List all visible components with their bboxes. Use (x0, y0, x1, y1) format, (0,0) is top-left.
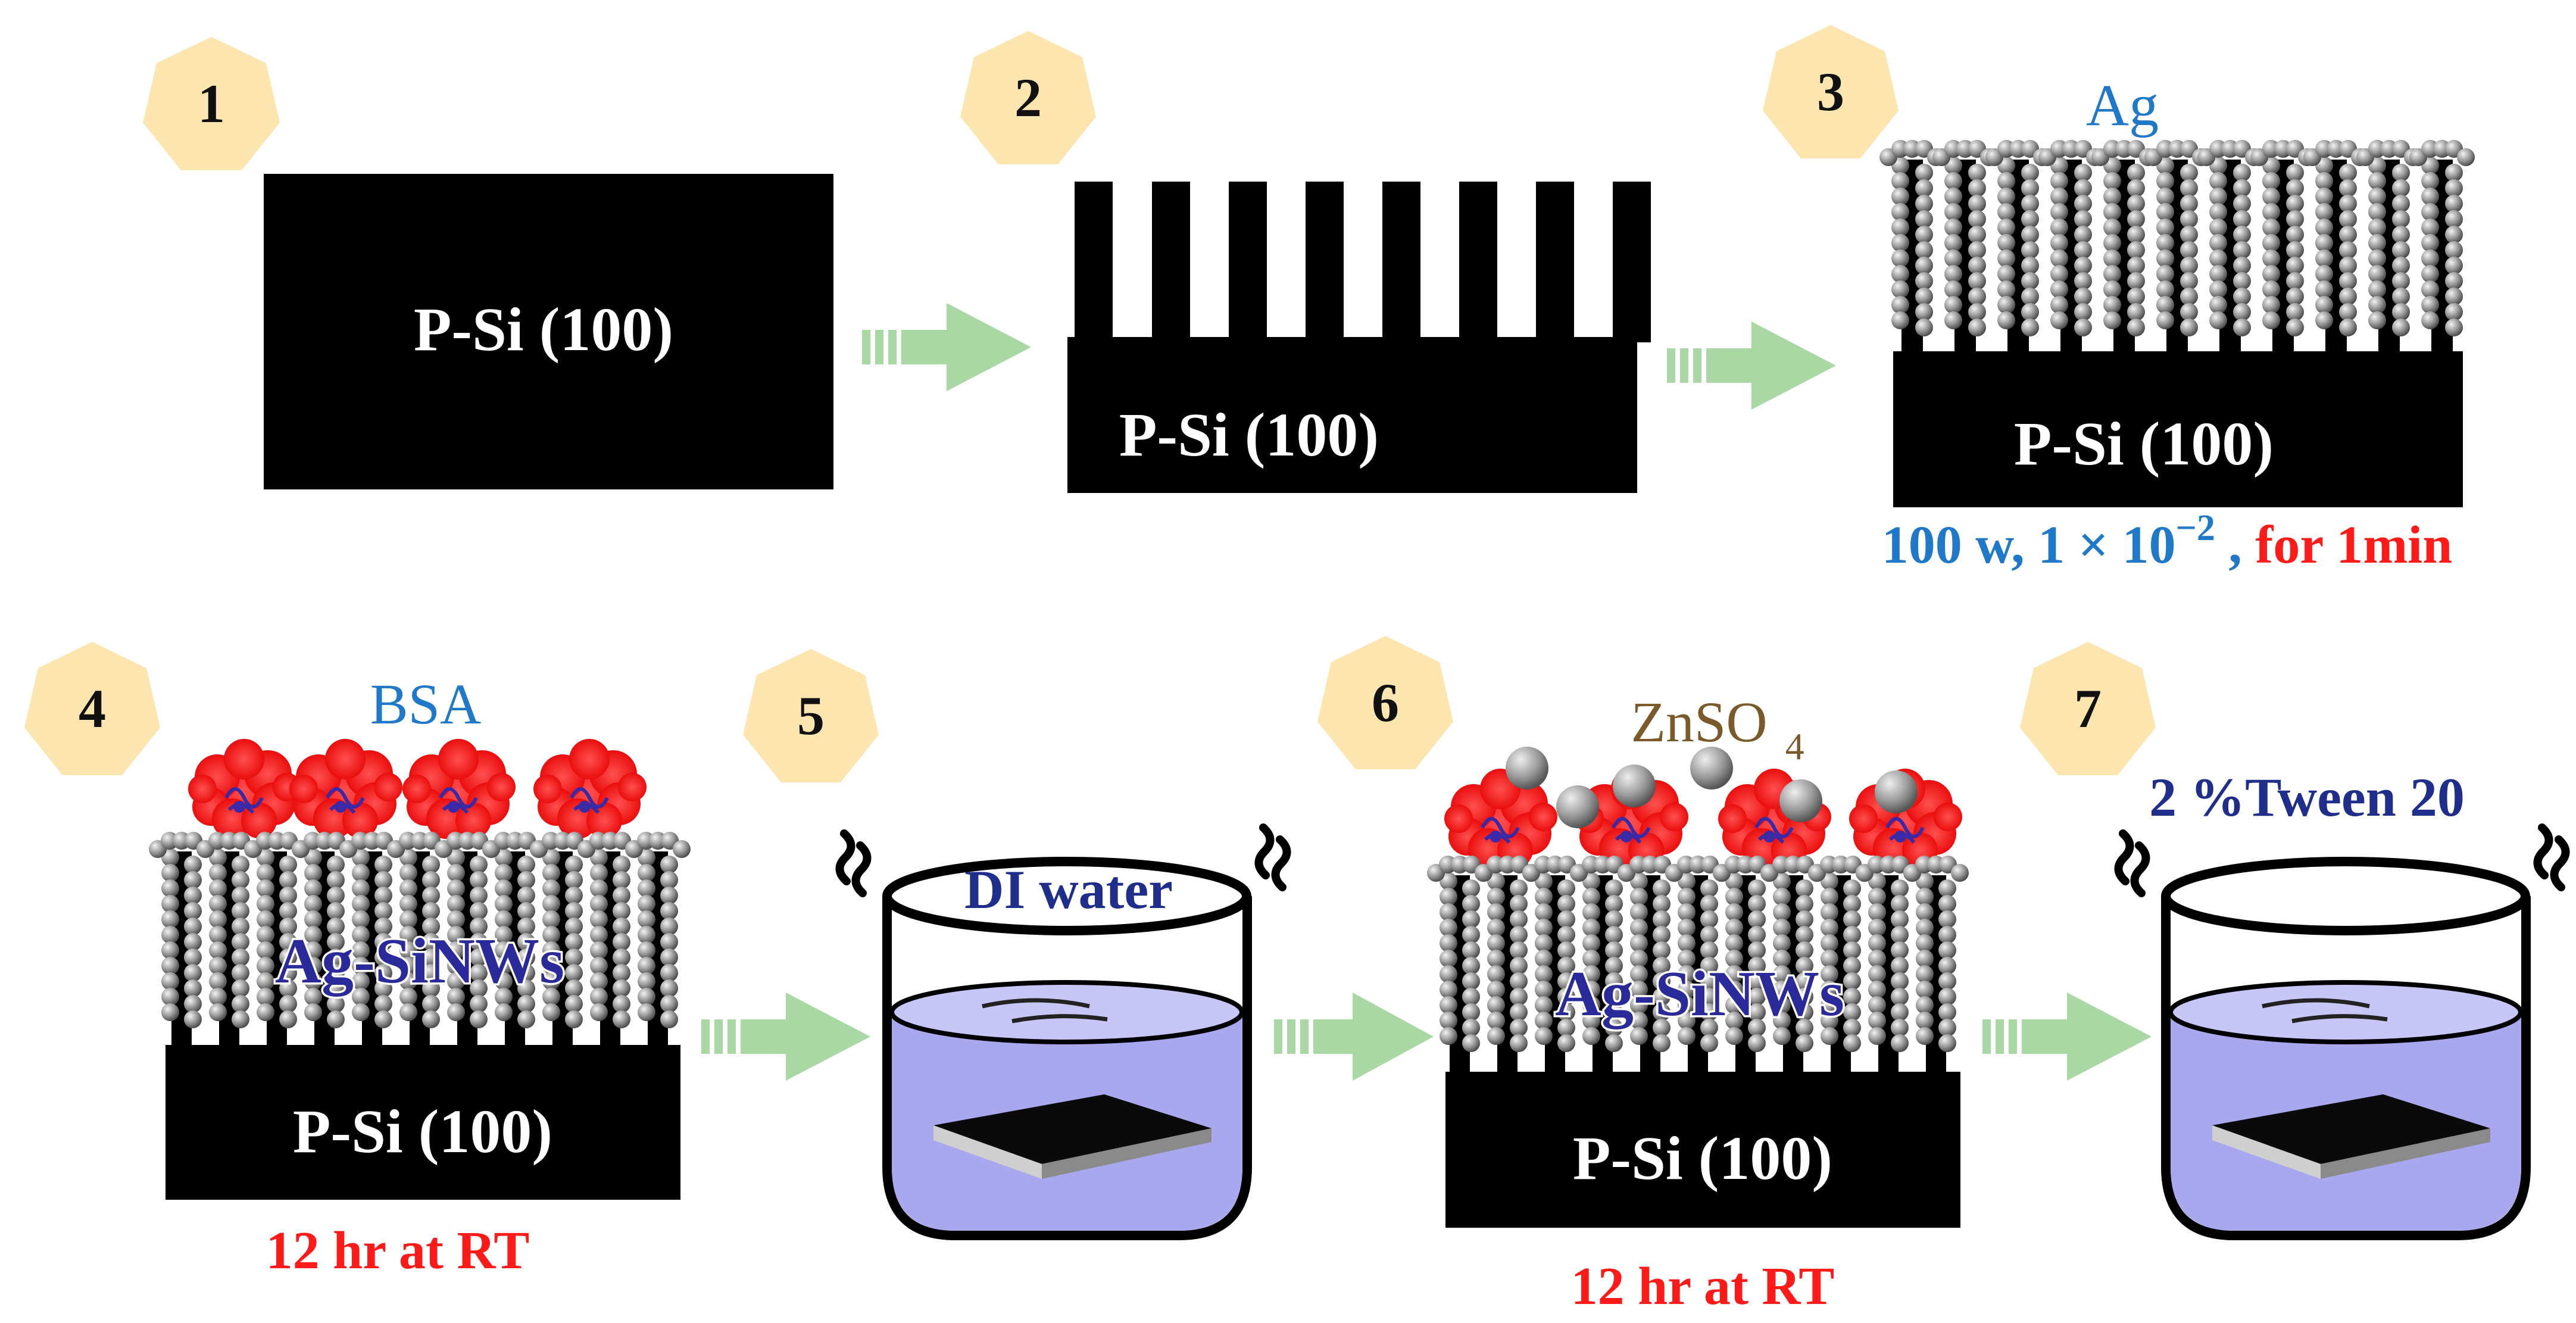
step-6-number: 6 (1372, 672, 1399, 733)
bsa-protein (1718, 769, 1831, 869)
zinc-particle (1779, 779, 1822, 822)
step-3: 3 Ag P-Si (100) 100 w, 1 × 10−2 , for 1m… (1763, 25, 2475, 575)
arrow-2-to-3 (1667, 322, 1836, 410)
substrate-label: P-Si (100) (2014, 410, 2274, 478)
step-1-badge (143, 37, 280, 170)
step-2-badge (960, 31, 1096, 164)
coating-label: Ag-SiNWs (275, 926, 564, 997)
silicon-base (1893, 351, 2463, 507)
immersed-chip (933, 1094, 1211, 1179)
steam-icon (835, 823, 1291, 897)
wash-beaker (2161, 857, 2531, 1240)
step-7: 7 2 %Tween 20 (2020, 642, 2570, 1240)
arrow-5-to-6 (1274, 993, 1434, 1081)
immersed-chip (2212, 1094, 2490, 1179)
silver-coated-nanowires (1427, 856, 1969, 1075)
bsa-protein (533, 739, 647, 839)
bsa-label: BSA (370, 672, 482, 736)
zinc-particle (1613, 765, 1656, 807)
step-3-badge (1763, 25, 1899, 158)
silicon-base (166, 1045, 680, 1200)
silicon-wafer (264, 174, 833, 489)
step-3-number: 3 (1817, 61, 1844, 122)
arrow-6-to-7 (1982, 993, 2152, 1081)
step-4-badge (24, 642, 160, 775)
step-7-badge (2020, 642, 2156, 775)
step-1-number: 1 (198, 73, 225, 134)
bsa-protein (402, 739, 516, 839)
zinc-particle (1556, 785, 1599, 828)
silver-coated-nanowires (149, 832, 691, 1048)
substrate-label: P-Si (100) (293, 1097, 552, 1166)
steam-icon (2114, 823, 2570, 897)
solution-label: DI water (964, 859, 1173, 920)
deposition-conditions: 100 w, 1 × 10−2 , for 1min (1882, 508, 2453, 575)
substrate-label: P-Si (100) (1573, 1124, 1832, 1193)
silver-coated-nanowires (1879, 140, 2475, 354)
substrate-label: P-Si (100) (1119, 401, 1379, 469)
silicon-base (1067, 337, 1637, 493)
zinc-particle (1875, 770, 1918, 813)
solution-label: 2 %Tween 20 (2149, 767, 2465, 828)
bsa-protein (188, 739, 301, 839)
step-5-badge (743, 649, 879, 782)
step-6-badge (1317, 636, 1453, 769)
substrate-label: P-Si (100) (414, 295, 673, 364)
zinc-particle (1506, 747, 1548, 790)
incubation-time: 12 hr at RT (266, 1221, 530, 1280)
bsa-protein (1444, 769, 1557, 869)
silicon-base (1445, 1072, 1960, 1228)
incubation-time: 12 hr at RT (1571, 1257, 1835, 1316)
step-7-number: 7 (2074, 678, 2102, 739)
zinc-particles (1506, 747, 1918, 828)
step-5-number: 5 (797, 685, 825, 746)
step-4-number: 4 (79, 678, 106, 739)
rinse-beaker (882, 857, 1252, 1240)
arrow-4-to-5 (701, 993, 870, 1081)
step-1: 1 P-Si (100) (143, 37, 833, 489)
step-2: 2 P-Si (100) (960, 31, 1651, 493)
ag-label: Ag (2086, 72, 2159, 138)
bsa-proteins (188, 739, 647, 839)
etched-nanowires (1075, 182, 1651, 342)
step-2-number: 2 (1014, 67, 1042, 128)
coating-label: Ag-SiNWs (1555, 959, 1844, 1029)
step-4: 4 BSA Ag-SiNWs P-Si (100) 12 hr at RT (24, 642, 691, 1280)
step-5: 5 DI water (743, 649, 1291, 1240)
arrow-1-to-2 (862, 303, 1031, 391)
bsa-protein (289, 739, 402, 839)
zinc-particle (1690, 747, 1733, 790)
